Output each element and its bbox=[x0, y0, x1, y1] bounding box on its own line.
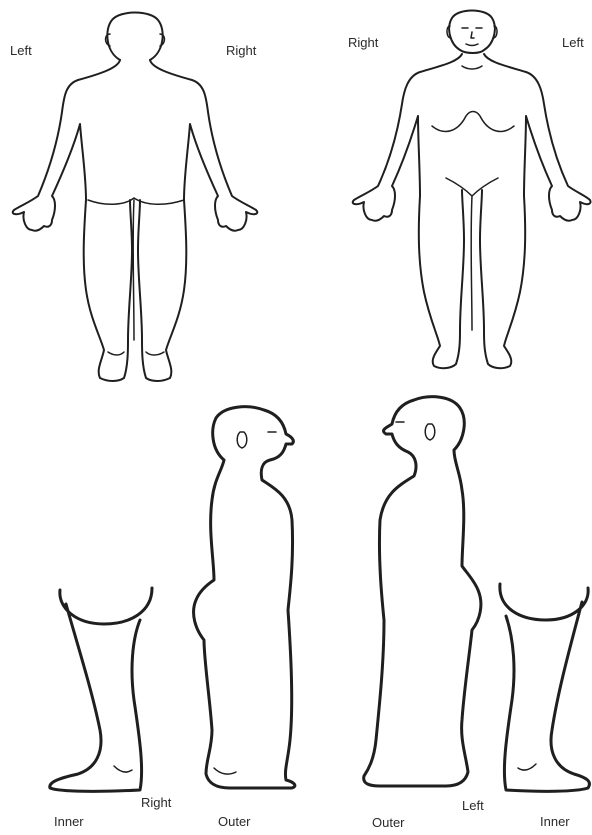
front-view-figure bbox=[353, 11, 591, 369]
back-head bbox=[107, 13, 162, 61]
back-heels bbox=[108, 352, 164, 355]
left-inner-label: Inner bbox=[540, 815, 570, 828]
front-view-right-label: Right bbox=[348, 36, 378, 49]
back-view-figure bbox=[13, 13, 258, 382]
left-inner-leg bbox=[500, 584, 590, 791]
left-outer-label: Outer bbox=[372, 816, 405, 829]
right-outer-label: Outer bbox=[218, 815, 251, 828]
left-profile-ear bbox=[425, 424, 435, 440]
back-right-outline bbox=[138, 60, 257, 381]
front-left-outline bbox=[480, 54, 591, 368]
back-left-outline bbox=[13, 60, 132, 381]
front-right-outline bbox=[353, 54, 464, 368]
front-nose-mouth bbox=[466, 32, 478, 46]
right-inner-ankle bbox=[114, 766, 132, 772]
right-inner-leg bbox=[50, 588, 152, 791]
left-profile-outline bbox=[364, 397, 481, 786]
right-side-label: Right bbox=[141, 796, 171, 809]
front-inner-leg bbox=[471, 196, 472, 330]
back-view-right-label: Right bbox=[226, 44, 256, 57]
front-view-left-label: Left bbox=[562, 36, 584, 49]
left-inner-ankle bbox=[518, 764, 536, 770]
back-inner-leg bbox=[133, 200, 134, 340]
right-profile-ear bbox=[237, 432, 247, 448]
left-side-view bbox=[364, 397, 590, 792]
back-buttock-line bbox=[88, 198, 184, 204]
right-profile-outline bbox=[194, 407, 295, 788]
left-side-label: Left bbox=[462, 799, 484, 812]
front-collar bbox=[462, 66, 482, 69]
right-profile-ankle bbox=[214, 768, 236, 774]
back-view-left-label: Left bbox=[10, 44, 32, 57]
front-bust-line bbox=[432, 112, 514, 132]
front-groin bbox=[446, 178, 498, 196]
right-side-view bbox=[50, 407, 295, 792]
right-inner-label: Inner bbox=[54, 815, 84, 828]
